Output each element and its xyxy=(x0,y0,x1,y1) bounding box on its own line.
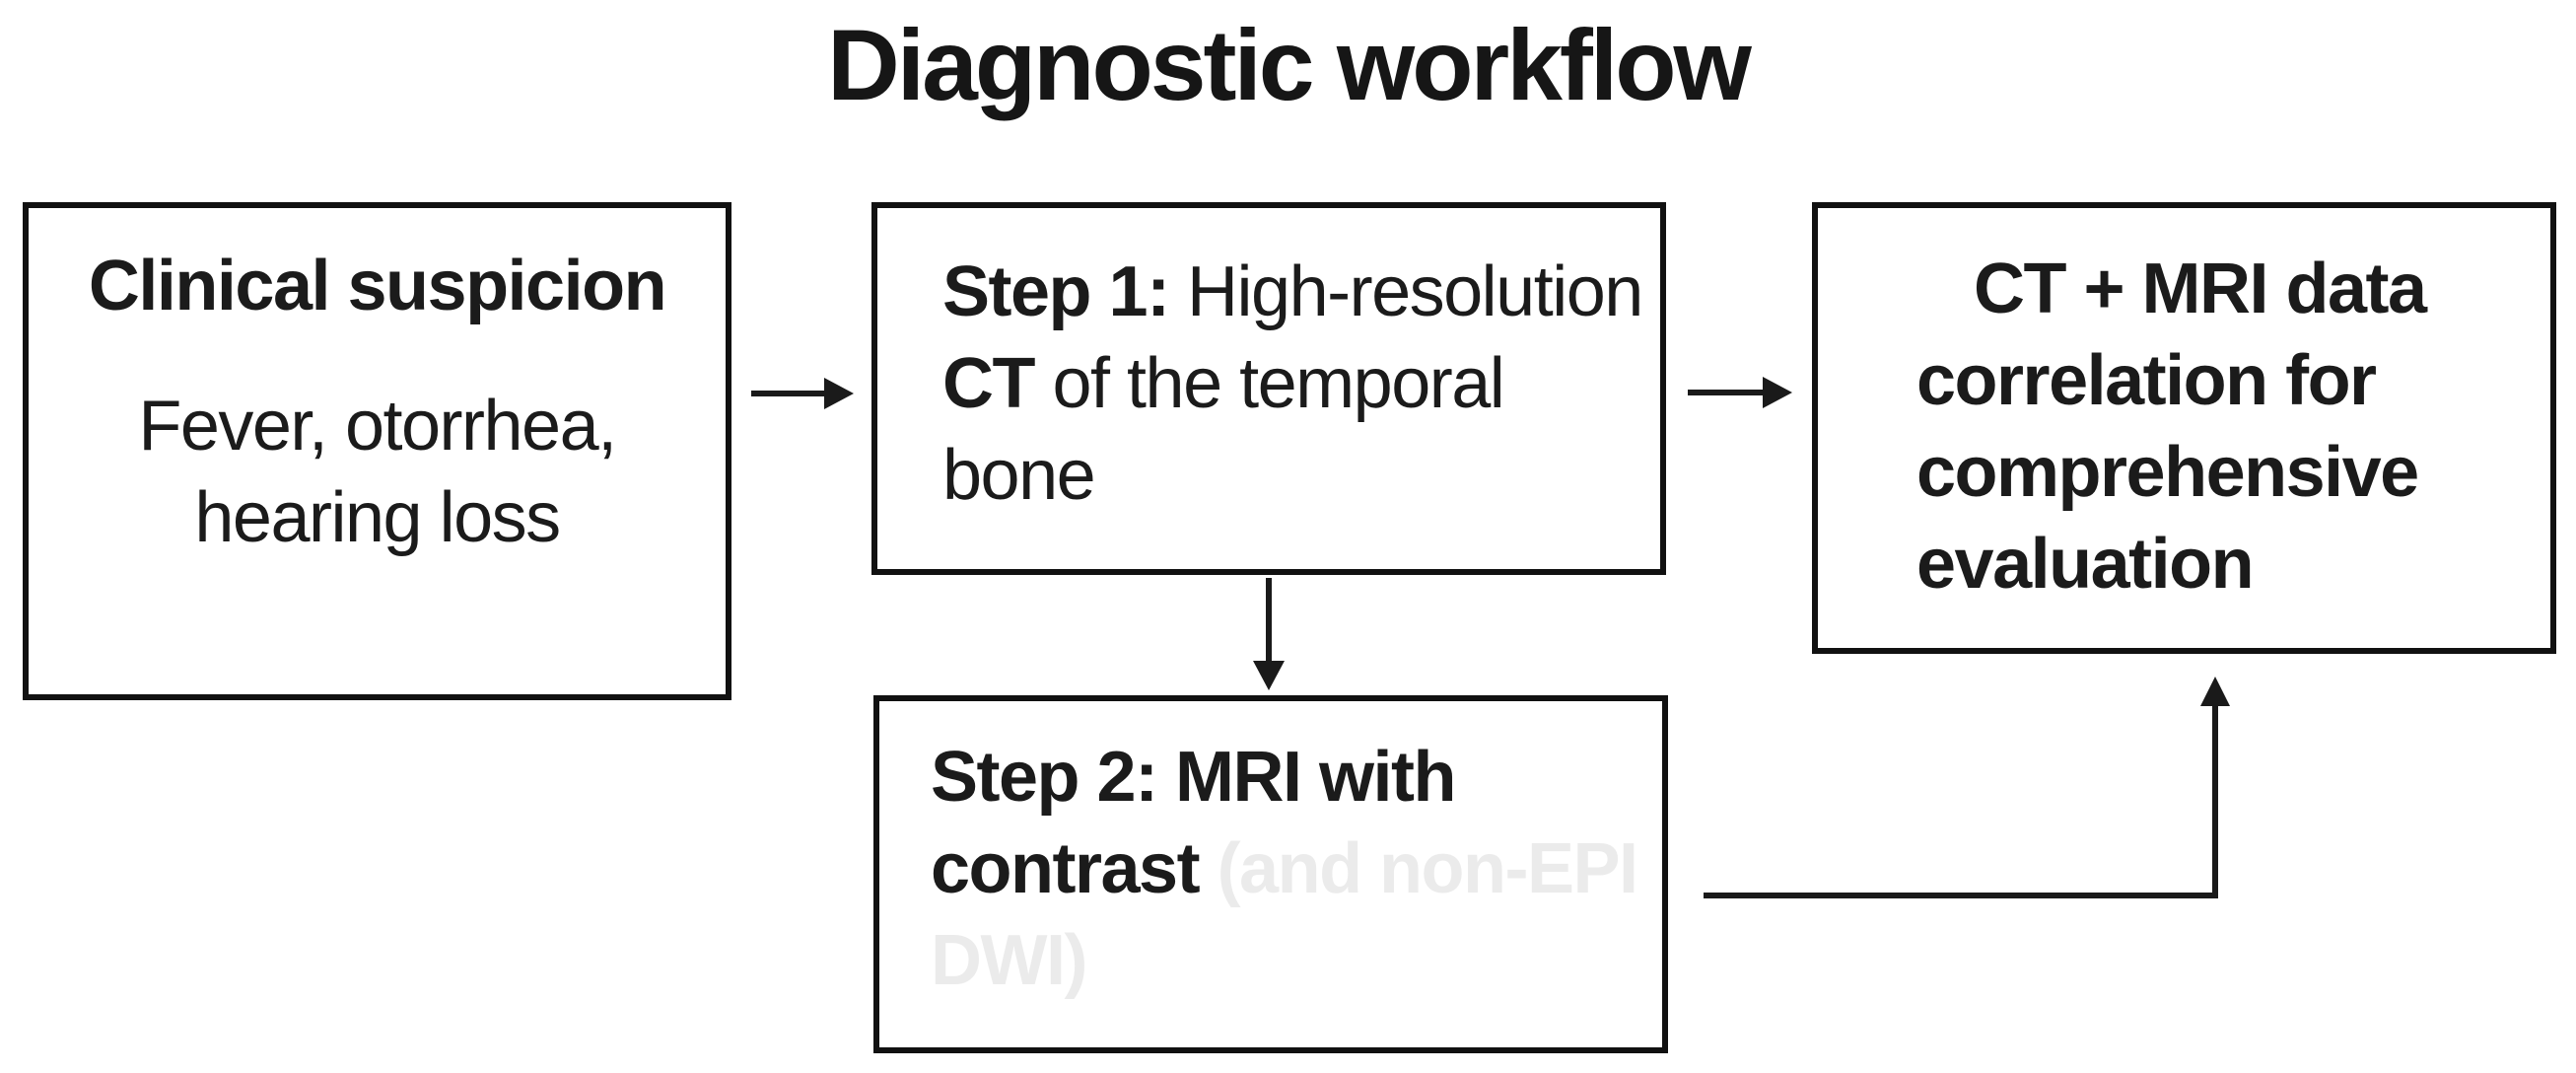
step2-ghost-text-line: DWI) xyxy=(931,921,1087,1000)
clinical-symptoms: Fever, otorrhea, hearing loss xyxy=(29,381,726,564)
clinical-symptoms-line2: hearing loss xyxy=(194,478,561,557)
correlation-line3: comprehensive xyxy=(1916,433,2419,512)
clinical-heading: Clinical suspicion xyxy=(88,247,667,325)
arrow-step1-to-correlation xyxy=(1688,377,1792,408)
step1-line2: CT of the temporal xyxy=(942,338,1660,430)
step2-line1: Step 2: MRI with xyxy=(931,738,1457,817)
correlation-line4: evaluation xyxy=(1916,525,2255,604)
arrow-step2-to-correlation-shaft xyxy=(1704,704,2218,898)
flow-node-step1-ct: Step 1: High-resolution CT of the tempor… xyxy=(871,202,1666,575)
arrow-clinical-to-step1-head xyxy=(824,378,854,409)
flow-node-step2-mri: Step 2: MRI with contrast (and non-EPI D… xyxy=(873,695,1668,1053)
arrow-step2-to-correlation xyxy=(1704,677,2230,898)
step1-line1-rest: High-resolution xyxy=(1168,252,1643,331)
step2-contrast-label: contrast xyxy=(931,829,1201,908)
clinical-symptoms-line1: Fever, otorrhea, xyxy=(138,387,617,465)
step2-ghost-text-inline: (and non-EPI xyxy=(1199,829,1638,908)
arrow-clinical-to-step1 xyxy=(751,378,854,409)
arrow-step2-to-correlation-head xyxy=(2200,677,2230,706)
arrow-step1-to-step2 xyxy=(1253,578,1285,690)
step1-label: Step 1: xyxy=(942,252,1170,331)
figure-title: Diagnostic workflow xyxy=(827,9,1752,121)
correlation-line1: CT + MRI data xyxy=(1974,250,2427,328)
step1-line3: bone xyxy=(942,436,1096,515)
step1-line2-rest: of the temporal xyxy=(1033,344,1504,423)
arrow-step1-to-correlation-head xyxy=(1763,377,1792,408)
step1-ct-label: CT xyxy=(942,344,1035,423)
flow-node-clinical-suspicion: Clinical suspicion Fever, otorrhea, hear… xyxy=(23,202,731,700)
arrow-step1-to-step2-head xyxy=(1253,661,1285,690)
correlation-line2: correlation for xyxy=(1916,341,2377,420)
step1-line1: Step 1: High-resolution xyxy=(942,247,1660,338)
step2-line2: contrast (and non-EPI xyxy=(931,823,1662,915)
flow-node-ct-mri-correlation: CT + MRI data correlation for comprehens… xyxy=(1812,202,2556,654)
